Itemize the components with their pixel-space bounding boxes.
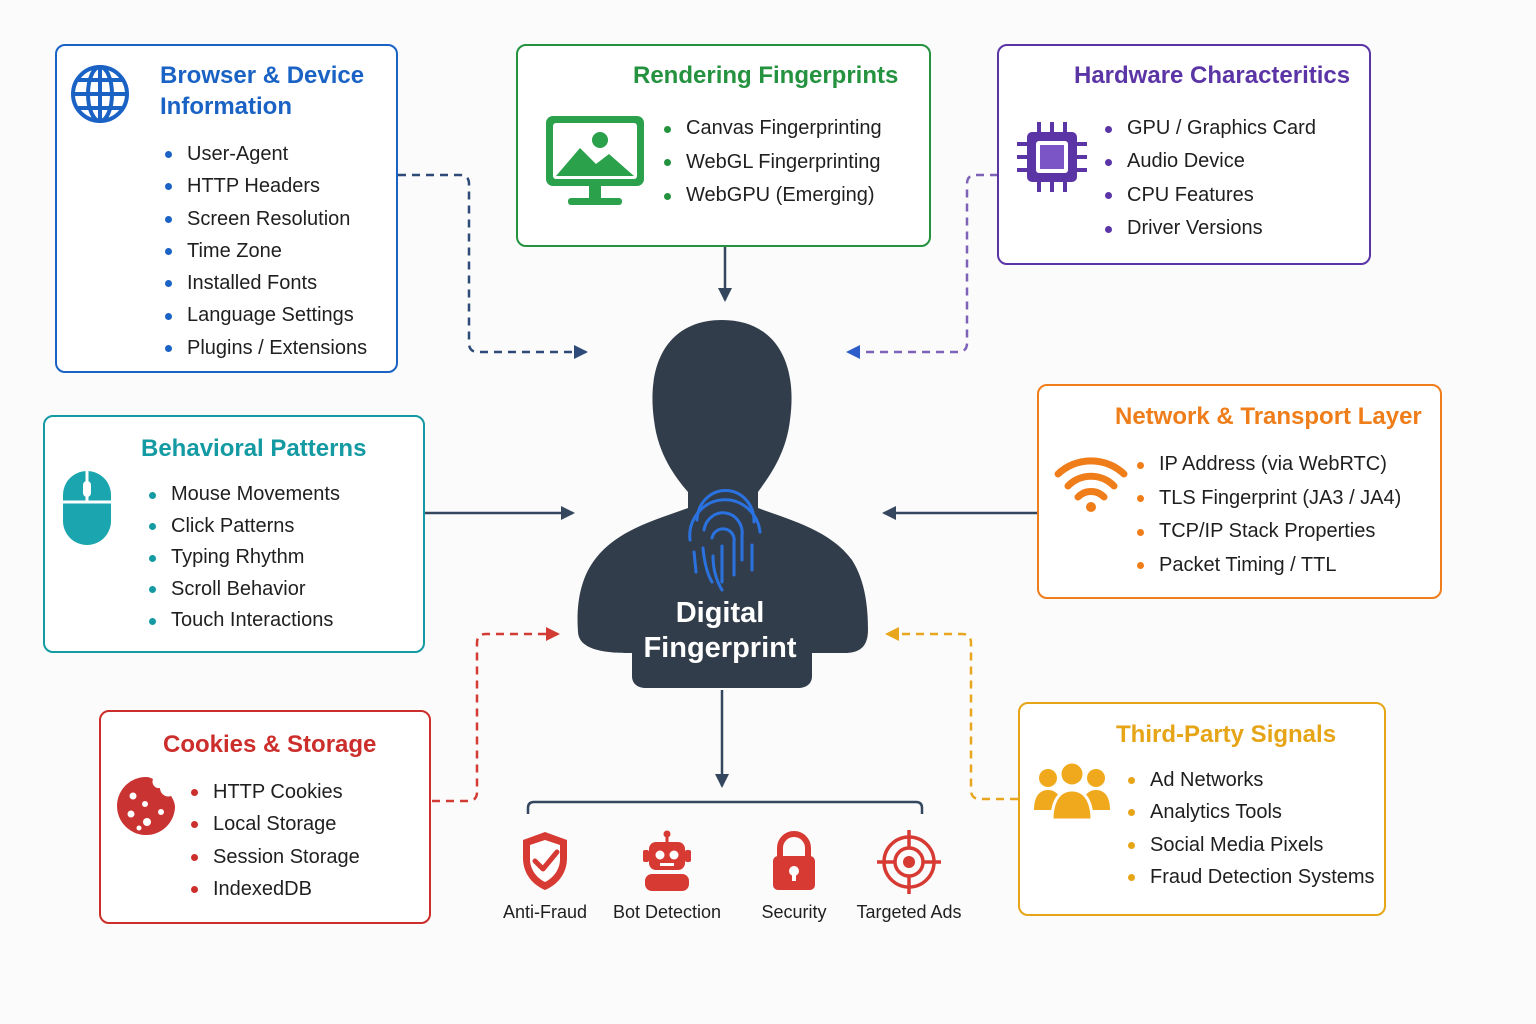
- list-item: Analytics Tools: [1128, 796, 1375, 828]
- use-label: Targeted Ads: [856, 902, 962, 922]
- arrow-thirdparty-to-center: [885, 627, 1018, 801]
- behavioral-card: Behavioral Patterns Mouse Movements Clic…: [43, 415, 425, 653]
- list-item: Social Media Pixels: [1128, 829, 1375, 861]
- globe-icon: [71, 65, 129, 123]
- center-label: Digital Fingerprint: [600, 596, 840, 666]
- list-item: WebGL Fingerprinting: [664, 146, 882, 180]
- cpu-chip-icon: [1017, 122, 1087, 192]
- padlock-icon: [773, 831, 815, 890]
- center-label-line1: Digital: [675, 597, 765, 629]
- list-item: Click Patterns: [149, 511, 340, 543]
- use-targeted-ads: Targeted Ads: [844, 830, 974, 923]
- center-label-line2: Fingerprint: [643, 632, 797, 664]
- list-item: Time Zone: [165, 235, 367, 267]
- cookies-title: Cookies & Storage: [163, 731, 377, 758]
- list-item: Plugins / Extensions: [165, 332, 367, 364]
- list-item: Session Storage: [191, 841, 360, 873]
- list-item: TLS Fingerprint (JA3 / JA4): [1137, 482, 1401, 516]
- rendering-title: Rendering Fingerprints: [633, 62, 899, 89]
- use-anti-fraud: Anti-Fraud: [480, 830, 610, 923]
- arrow-hardware-to-center: [846, 173, 998, 359]
- robot-icon: [643, 830, 691, 891]
- list-item: Typing Rhythm: [149, 542, 340, 574]
- arrow-browser-to-center: [398, 173, 588, 359]
- list-item: HTTP Headers: [165, 170, 367, 202]
- list-item: IndexedDB: [191, 873, 360, 905]
- browser-device-list: User-Agent HTTP Headers Screen Resolutio…: [165, 138, 367, 364]
- list-item: Canvas Fingerprinting: [664, 112, 882, 146]
- uses-bracket: [526, 800, 924, 814]
- use-bot-detection: Bot Detection: [602, 830, 732, 923]
- shield-check-icon: [523, 832, 567, 890]
- rendering-card: Rendering Fingerprints Canvas Fingerprin…: [516, 44, 931, 247]
- browser-device-title: Browser & Device Information: [160, 62, 365, 120]
- hardware-card: Hardware Characteritics GPU / Graphics C…: [997, 44, 1371, 265]
- list-item: Language Settings: [165, 299, 367, 331]
- thirdparty-card: Third-Party Signals Ad Networks Analytic…: [1018, 702, 1386, 916]
- cookie-icon: [117, 777, 175, 835]
- use-label: Security: [761, 902, 827, 922]
- list-item: HTTP Cookies: [191, 776, 360, 808]
- list-item: Touch Interactions: [149, 605, 340, 637]
- target-icon: [877, 830, 941, 894]
- list-item: Mouse Movements: [149, 479, 340, 511]
- list-item: User-Agent: [165, 138, 367, 170]
- people-group-icon: [1034, 760, 1110, 822]
- hardware-title: Hardware Characteritics: [1074, 62, 1351, 89]
- list-item: Installed Fonts: [165, 267, 367, 299]
- behavioral-title: Behavioral Patterns: [141, 435, 367, 462]
- list-item: Screen Resolution: [165, 203, 367, 235]
- fingerprint-icon: [688, 488, 762, 592]
- list-item: WebGPU (Emerging): [664, 179, 882, 213]
- network-title: Network & Transport Layer: [1115, 403, 1422, 430]
- network-card: Network & Transport Layer IP Address (vi…: [1037, 384, 1442, 599]
- wifi-icon: [1054, 457, 1128, 512]
- use-label: Anti-Fraud: [502, 902, 588, 922]
- hardware-list: GPU / Graphics Card Audio Device CPU Fea…: [1105, 112, 1316, 245]
- list-item: GPU / Graphics Card: [1105, 112, 1316, 145]
- list-item: IP Address (via WebRTC): [1137, 448, 1401, 482]
- list-item: Packet Timing / TTL: [1137, 549, 1401, 583]
- list-item: Audio Device: [1105, 145, 1316, 178]
- list-item: Driver Versions: [1105, 212, 1316, 245]
- thirdparty-title: Third-Party Signals: [1116, 721, 1337, 748]
- network-list: IP Address (via WebRTC) TLS Fingerprint …: [1137, 448, 1401, 582]
- arrow-cookies-to-center: [432, 627, 560, 803]
- use-security: Security: [729, 830, 859, 923]
- behavioral-list: Mouse Movements Click Patterns Typing Rh…: [149, 479, 340, 637]
- use-label: Bot Detection: [612, 902, 722, 922]
- browser-device-card: Browser & Device Information User-Agent …: [55, 44, 398, 373]
- rendering-list: Canvas Fingerprinting WebGL Fingerprinti…: [664, 112, 882, 213]
- list-item: TCP/IP Stack Properties: [1137, 515, 1401, 549]
- list-item: CPU Features: [1105, 179, 1316, 212]
- list-item: Local Storage: [191, 808, 360, 840]
- monitor-image-icon: [546, 116, 644, 205]
- thirdparty-list: Ad Networks Analytics Tools Social Media…: [1128, 764, 1375, 893]
- list-item: Fraud Detection Systems: [1128, 861, 1375, 893]
- cookies-list: HTTP Cookies Local Storage Session Stora…: [191, 776, 360, 905]
- list-item: Ad Networks: [1128, 764, 1375, 796]
- mouse-icon: [63, 471, 111, 545]
- cookies-card: Cookies & Storage HTTP Cookies Local Sto…: [99, 710, 431, 924]
- list-item: Scroll Behavior: [149, 574, 340, 606]
